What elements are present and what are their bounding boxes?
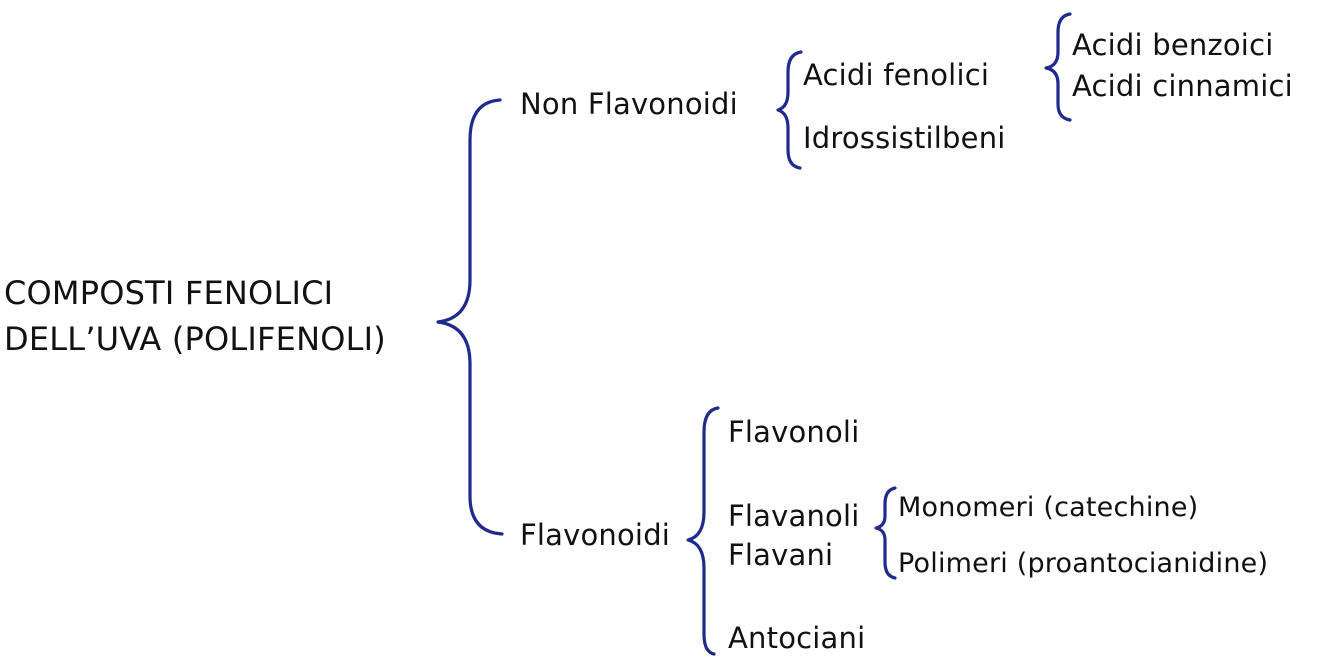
acidi-fenolici-label: Acidi fenolici [803, 58, 990, 92]
main-brace [436, 98, 504, 536]
antociani-label: Antociani [728, 621, 866, 655]
root-label-line2: DELL’UVA (POLIFENOLI) [4, 320, 386, 358]
idrossistilbeni-label: Idrossistilbeni [803, 121, 1006, 155]
root-label: COMPOSTI FENOLICI DELL’UVA (POLIFENOLI) [4, 270, 386, 362]
flavonoli-label: Flavonoli [728, 415, 860, 449]
monomeri-label: Monomeri (catechine) [898, 492, 1199, 523]
flavanoli-label: Flavanoli [728, 499, 860, 533]
flavanoli-brace [874, 486, 897, 580]
acidi-cinnamici-label: Acidi cinnamici [1072, 69, 1293, 103]
non-flavonoidi-label: Non Flavonoidi [520, 87, 738, 121]
acidi-benzoici-label: Acidi benzoici [1072, 28, 1274, 62]
polimeri-label: Polimeri (proantocianidine) [898, 548, 1269, 579]
flavonoidi-label: Flavonoidi [520, 518, 671, 552]
flavani-label: Flavani [728, 538, 834, 572]
non-flavonoidi-brace [776, 50, 803, 170]
acidi-fenolici-brace [1044, 12, 1072, 122]
root-label-line1: COMPOSTI FENOLICI [4, 274, 334, 312]
flavonoidi-brace [686, 406, 720, 656]
